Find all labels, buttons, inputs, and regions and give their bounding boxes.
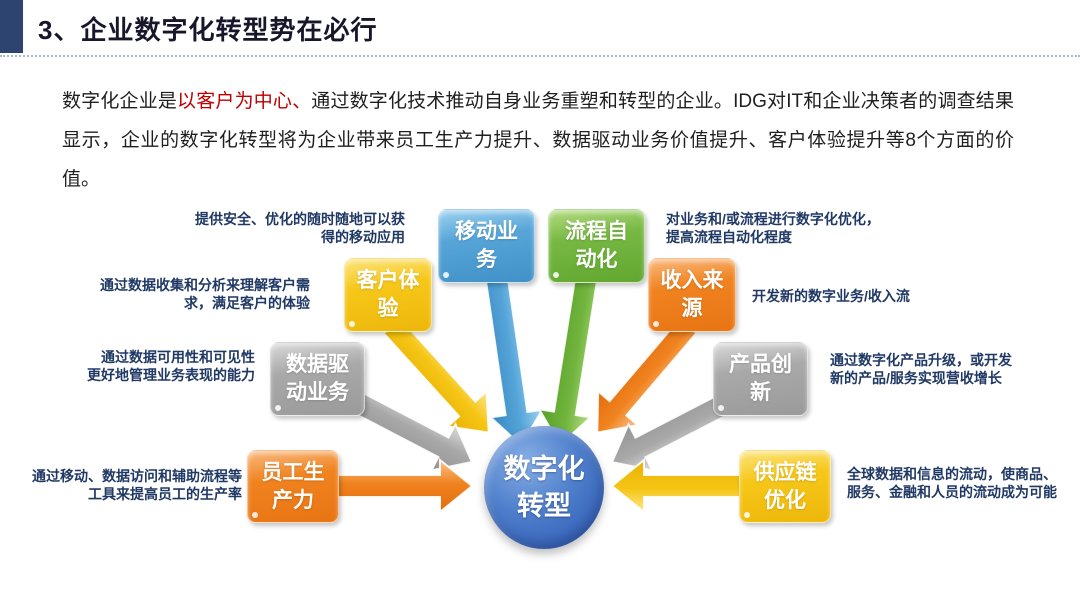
node-data-driven-business-label: 数据驱动业务 <box>286 353 349 404</box>
node-employee-productivity-label: 员工生产力 <box>261 460 325 512</box>
arrow-mobile-business <box>484 277 545 447</box>
title-accent-bar <box>0 0 23 53</box>
node-employee-productivity: 员工生产力 <box>247 450 339 523</box>
node-supply-chain-optimization: 供应链优化 <box>739 450 831 523</box>
page-title: 3、企业数字化转型势在必行 <box>38 15 378 45</box>
node-customer-experience: 客户体验 <box>344 258 432 332</box>
node-revenue-source-label: 收入来源 <box>660 269 724 320</box>
center-sphere-label: 数字化转型 <box>503 454 585 521</box>
annotation-product-innovation-line2: 新的产品/服务实现营收增长 <box>830 369 1002 386</box>
annotation-supply-chain-optimization: 全球数据和信息的流动，使商品、 服务、金融和人员的流动成为可能 <box>847 466 1065 501</box>
center-sphere: 数字化转型 <box>484 426 604 549</box>
annotation-supply-chain-optimization-line1: 全球数据和信息的流动，使商品、 <box>847 466 1057 482</box>
intro-text-2: 通过数字化技术推动自身业务重塑和转型的企业。IDG对IT和企业决策者的调查结果显… <box>62 91 1014 190</box>
annotation-customer-experience: 通过数据收集和分析来理解客户需 求，满足客户的体验 <box>90 277 310 312</box>
node-customer-experience-label: 客户体验 <box>356 269 420 320</box>
node-process-automation: 流程自动化 <box>548 209 645 283</box>
annotation-employee-productivity: 通过移动、数据访问和辅助流程等 工具来提高员工的生产率 <box>20 468 242 503</box>
annotation-product-innovation-line1: 通过数字化产品升级，或开发 <box>830 352 1012 368</box>
node-supply-chain-optimization-label: 供应链优化 <box>753 460 817 512</box>
annotation-data-driven-business: 通过数据可用性和可见性 更好地管理业务表现的能力 <box>75 349 255 384</box>
arrow-supply-chain <box>610 457 741 515</box>
annotation-data-driven-business-line1: 通过数据可用性和可见性 <box>101 349 255 365</box>
intro-text-1: 数字化企业是 <box>62 91 178 112</box>
annotation-supply-chain-optimization-line2: 服务、金融和人员的流动成为可能 <box>847 483 1057 500</box>
annotation-mobile-business-line2: 得的移动应用 <box>321 228 405 245</box>
annotation-process-automation: 对业务和/或流程进行数字化优化， 提高流程自动化程度 <box>666 211 906 246</box>
annotation-revenue-source: 开发新的数字业务/收入流 <box>752 288 962 306</box>
node-product-innovation: 产品创新 <box>713 342 808 416</box>
annotation-product-innovation: 通过数字化产品升级，或开发 新的产品/服务实现营收增长 <box>830 352 1030 387</box>
arrow-customer-experience <box>382 317 490 434</box>
node-mobile-business-label: 移动业务 <box>455 220 518 271</box>
annotation-data-driven-business-line2: 更好地管理业务表现的能力 <box>87 366 255 383</box>
annotation-employee-productivity-line1: 通过移动、数据访问和辅助流程等 <box>32 468 242 484</box>
annotation-mobile-business: 提供安全、优化的随时随地可以获 得的移动应用 <box>175 211 405 246</box>
annotation-process-automation-line2: 提高流程自动化程度 <box>666 228 792 245</box>
node-data-driven-business: 数据驱动业务 <box>270 342 365 416</box>
annotation-customer-experience-line1: 通过数据收集和分析来理解客户需 <box>100 277 310 293</box>
node-product-innovation-label: 产品创新 <box>729 353 792 404</box>
intro-highlight: 以客户为中心、 <box>177 91 312 112</box>
node-revenue-source: 收入来源 <box>648 258 736 332</box>
annotation-mobile-business-line1: 提供安全、优化的随时随地可以获 <box>195 211 405 227</box>
title-divider <box>0 55 1080 57</box>
annotation-process-automation-line1: 对业务和/或流程进行数字化优化， <box>666 211 880 227</box>
node-process-automation-label: 流程自动化 <box>565 220 628 271</box>
arrow-employee-productivity <box>335 457 474 515</box>
node-mobile-business: 移动业务 <box>438 209 535 283</box>
annotation-revenue-source-line1: 开发新的数字业务/收入流 <box>752 288 910 304</box>
arrow-revenue-source <box>596 317 698 434</box>
annotation-customer-experience-line2: 求，满足客户的体验 <box>184 294 310 311</box>
intro-paragraph: 数字化企业是以客户为中心、通过数字化技术推动自身业务重塑和转型的企业。IDG对I… <box>62 82 1014 199</box>
annotation-employee-productivity-line2: 工具来提高员工的生产率 <box>88 485 242 502</box>
